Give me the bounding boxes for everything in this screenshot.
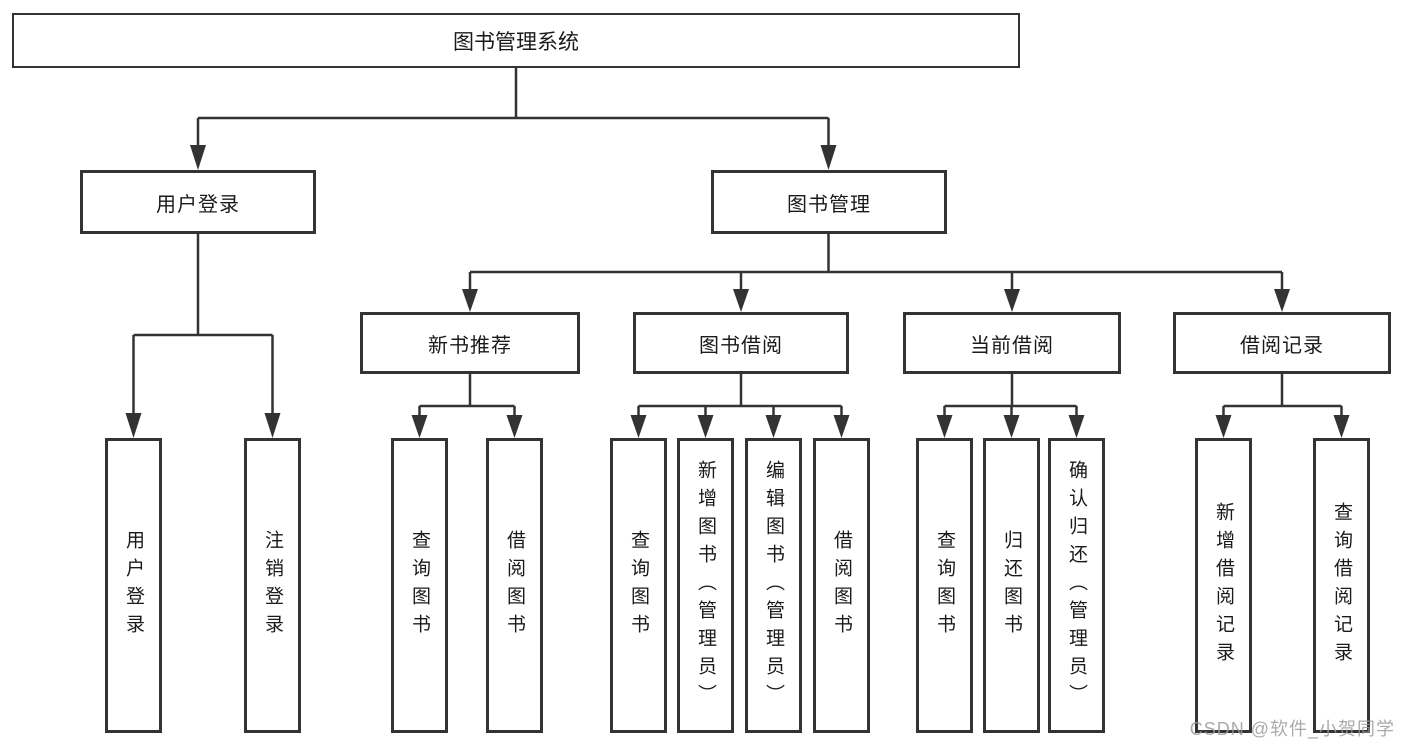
node-label: 借阅图书 [831, 529, 852, 642]
node-query-books-current: 查询图书 [916, 438, 973, 733]
node-label: 新增借阅记录 [1213, 501, 1234, 670]
node-add-borrow-record: 新增借阅记录 [1195, 438, 1252, 733]
node-label: 确认归还（管理员） [1066, 459, 1087, 712]
node-return-books: 归还图书 [983, 438, 1040, 733]
node-label: 编辑图书（管理员） [763, 459, 784, 712]
node-label: 图书管理系统 [453, 30, 579, 54]
node-edit-book-admin: 编辑图书（管理员） [745, 438, 802, 733]
node-borrow-books-recommend: 借阅图书 [486, 438, 543, 733]
node-label: 借阅图书 [504, 529, 525, 642]
node-confirm-return-admin: 确认归还（管理员） [1048, 438, 1105, 733]
node-label: 新书推荐 [428, 334, 512, 357]
node-label: 图书借阅 [699, 334, 783, 357]
node-label: 查询借阅记录 [1331, 501, 1352, 670]
node-query-books-borrowing: 查询图书 [610, 438, 667, 733]
node-leaf-user-login: 用户登录 [105, 438, 162, 733]
node-book-management: 图书管理 [711, 170, 947, 234]
node-label: 用户登录 [156, 193, 240, 216]
node-label: 查询图书 [934, 529, 955, 642]
node-label: 归还图书 [1001, 529, 1022, 642]
node-label: 当前借阅 [970, 334, 1054, 357]
node-label: 查询图书 [628, 529, 649, 642]
node-label: 用户登录 [123, 529, 144, 642]
node-label: 新增图书（管理员） [695, 459, 716, 712]
node-label: 借阅记录 [1240, 334, 1324, 357]
node-query-books-recommend: 查询图书 [391, 438, 448, 733]
node-label: 查询图书 [409, 529, 430, 642]
node-label: 图书管理 [787, 193, 871, 216]
node-book-borrowing: 图书借阅 [633, 312, 849, 374]
node-query-borrow-record: 查询借阅记录 [1313, 438, 1370, 733]
node-add-book-admin: 新增图书（管理员） [677, 438, 734, 733]
node-new-book-recommendation: 新书推荐 [360, 312, 580, 374]
node-user-login: 用户登录 [80, 170, 316, 234]
node-leaf-logout: 注销登录 [244, 438, 301, 733]
node-current-borrowing: 当前借阅 [903, 312, 1121, 374]
node-label: 注销登录 [262, 529, 283, 642]
node-borrowing-records: 借阅记录 [1173, 312, 1391, 374]
node-library-management-system: 图书管理系统 [12, 13, 1020, 68]
node-borrow-books-borrowing: 借阅图书 [813, 438, 870, 733]
arrowhead-icons [125, 145, 1350, 438]
